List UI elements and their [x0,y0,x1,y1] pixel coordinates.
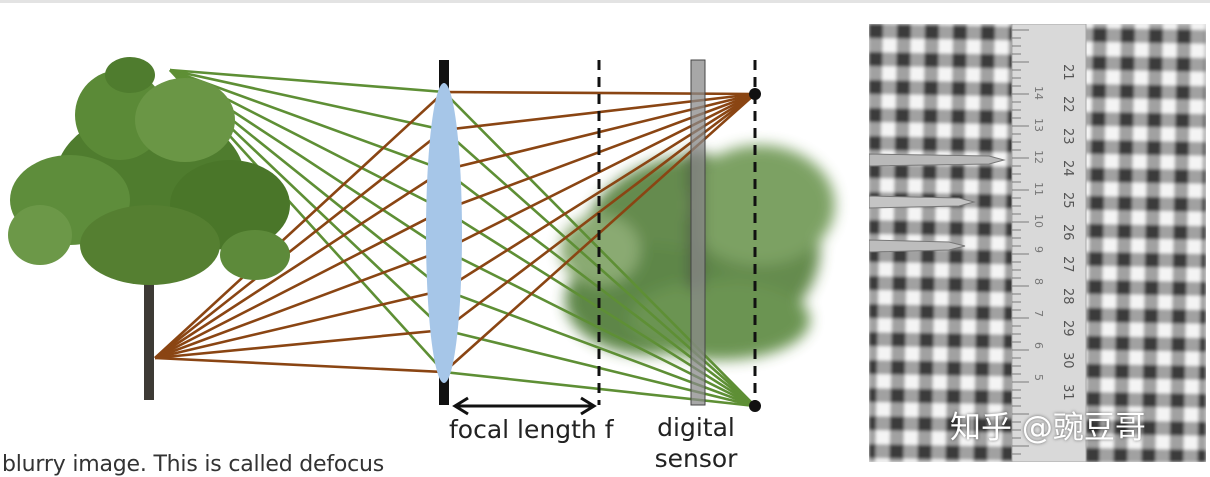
watermark: 知乎 @豌豆哥 [950,410,1146,446]
ruler-number: 27 [1060,256,1075,273]
focal-length-arrow [452,396,597,416]
defocus-photo: 21 22 23 24 25 26 27 28 29 30 31 14 13 12 11 10 9 8 7 6 5 [869,24,1206,462]
ruler-number: 28 [1060,288,1075,305]
ruler-side-number: 5 [1032,374,1045,381]
ruler-side-number: 9 [1032,246,1045,253]
digital-sensor [691,60,705,405]
ruler-side-number: 10 [1032,214,1045,228]
caption-text: blurry image. This is called defocus [2,452,385,477]
ruler-side-number: 13 [1032,118,1045,132]
ruler-side-number: 8 [1032,278,1045,285]
ruler-number: 21 [1060,64,1075,81]
ruler-number: 30 [1060,352,1075,369]
ruler-number: 31 [1060,384,1075,401]
ruler-side-number: 12 [1032,150,1045,164]
tree-object [8,57,290,400]
ruler-number: 29 [1060,320,1075,337]
digital-sensor-outline [690,59,706,406]
top-border [0,0,1210,3]
ruler-side-number: 7 [1032,310,1045,317]
ruler-side-number: 14 [1032,86,1045,100]
ruler [1011,24,1087,462]
focal-length-label: focal length f [449,415,614,444]
ruler-number: 22 [1060,96,1075,113]
ruler-number: 26 [1060,224,1075,241]
ruler-number: 25 [1060,192,1075,209]
image-point-bottom [749,400,761,412]
pencils [869,153,1006,253]
ruler-number: 23 [1060,128,1075,145]
ruler-ticks [1012,29,1029,455]
photo-svg: 21 22 23 24 25 26 27 28 29 30 31 14 13 12 11 10 9 8 7 6 5 [869,24,1206,462]
sensor-label: digital sensor [643,412,749,474]
ruler-side-number: 11 [1032,182,1045,196]
ruler-number: 24 [1060,160,1075,177]
sensor-label-line1: digital [657,413,735,442]
ruler-side-number: 6 [1032,342,1045,349]
image-point-top [749,88,761,100]
ruler-labels: 21 22 23 24 25 26 27 28 29 30 31 14 13 12 11 10 9 8 7 6 5 [1032,64,1075,401]
lens [426,83,462,383]
sensor-label-line2: sensor [654,444,738,473]
